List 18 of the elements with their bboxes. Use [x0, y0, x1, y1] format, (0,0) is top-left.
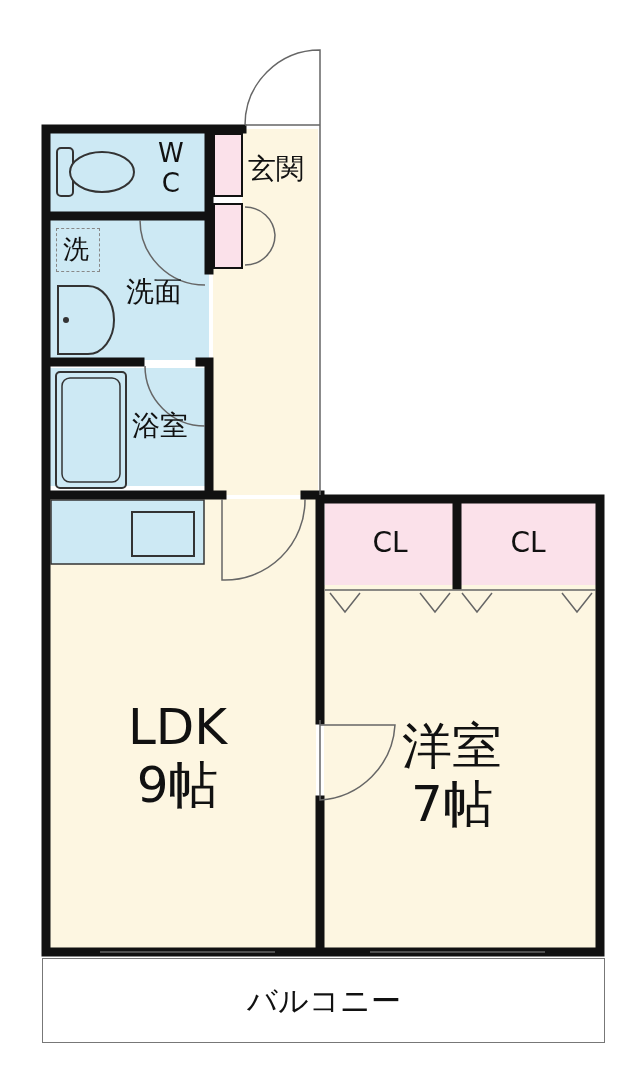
bedroom-area — [324, 590, 596, 948]
washer-space-area — [56, 228, 100, 272]
entrance-area-area — [242, 129, 318, 207]
room-label: LDK 9帖 — [128, 699, 228, 814]
room-label: CL — [372, 526, 408, 559]
toilet-room-area — [50, 133, 205, 213]
room-label: 洗面 — [126, 276, 182, 309]
room-label: CL — [510, 526, 546, 559]
room-label: バルコニー — [246, 983, 401, 1018]
room-label: 洋室 7帖 — [402, 718, 502, 833]
balcony-area — [42, 958, 605, 1043]
room-label: 玄関 — [248, 153, 304, 186]
living-dining-kitchen-room-area — [50, 499, 316, 948]
room-label: 浴室 — [132, 410, 188, 443]
bathroom-area — [50, 368, 205, 486]
room-label: 洗 — [63, 235, 89, 265]
room-label: W C — [158, 139, 184, 199]
washroom-area — [50, 220, 209, 360]
